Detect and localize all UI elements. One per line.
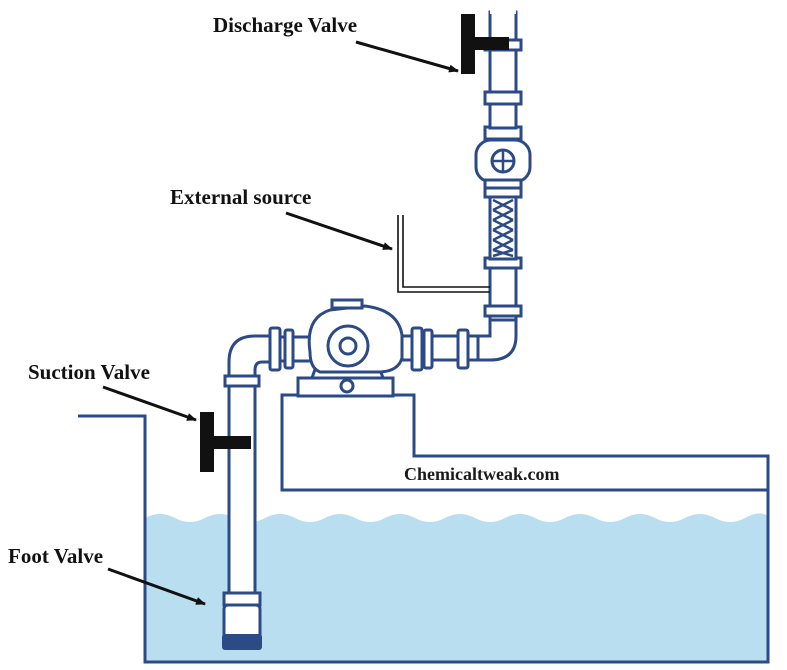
discharge-pipe-upper (488, 10, 518, 130)
suction-valve-label: Suction Valve (28, 360, 150, 384)
discharge-coupling-4 (483, 178, 523, 190)
discharge-valve-handle-bar (461, 37, 509, 50)
discharge-flange (456, 328, 470, 370)
flexible-hose-braid (492, 198, 514, 258)
suction-flange (268, 326, 282, 372)
pump-outlet-flange-2 (422, 328, 434, 370)
external-source-line (397, 215, 490, 293)
foot-valve-label: Foot Valve (8, 544, 103, 568)
watermark: Chemicaltweak.com (404, 464, 559, 484)
discharge-elbow (476, 316, 518, 362)
foot-valve-strainer (222, 634, 262, 650)
foot-valve-collar (222, 591, 262, 607)
foot-valve-arrow (107, 567, 206, 606)
suction-elbow (227, 334, 274, 378)
pump-platform (280, 393, 770, 492)
sump-outline (78, 414, 770, 664)
sump-water (145, 513, 768, 662)
discharge-coupling-1 (483, 304, 523, 318)
discharge-valve-arrow (355, 40, 459, 73)
external-source-arrow (285, 211, 393, 251)
pump-impeller-inner (338, 336, 358, 356)
discharge-valve-label: Discharge Valve (213, 13, 357, 37)
suction-valve-handle-bar (200, 436, 251, 449)
suction-flange-inner (283, 328, 295, 370)
pump-outlet-flange (410, 326, 424, 372)
pump-top-cap (330, 298, 364, 310)
external-source-label: External source (170, 185, 311, 209)
flow-meter-dial-cross (492, 150, 514, 172)
discharge-coupling-6 (483, 90, 523, 106)
suction-pipe (227, 382, 257, 601)
pump-pedestal-hole (339, 378, 355, 394)
suction-valve-arrow (102, 385, 197, 422)
